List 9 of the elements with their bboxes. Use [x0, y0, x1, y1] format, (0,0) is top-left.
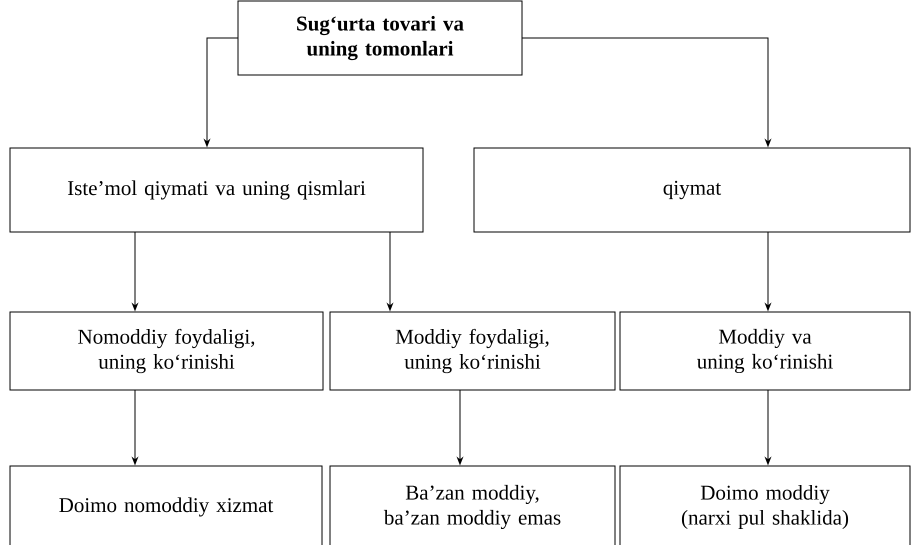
process-box: Nomoddiy foydaligi, uning ko‘rinishi: [10, 311, 324, 390]
process-box: Sug‘urta tovari va uning tomonlari: [238, 0, 522, 76]
process-box: Iste’mol qiymati va uning qismlari: [10, 147, 424, 232]
process-box: Moddiy foydaligi, uning ko‘rinishi: [330, 311, 616, 390]
process-box: qiymat: [474, 147, 910, 232]
process-box: Doimo moddiy (narxi pul shaklida): [620, 465, 910, 545]
process-box: Doimo nomoddiy xizmat: [10, 465, 322, 545]
process-box: Moddiy va uning ko‘rinishi: [620, 311, 910, 390]
process-box: Ba’zan moddiy, ba’zan moddiy emas: [330, 465, 616, 545]
